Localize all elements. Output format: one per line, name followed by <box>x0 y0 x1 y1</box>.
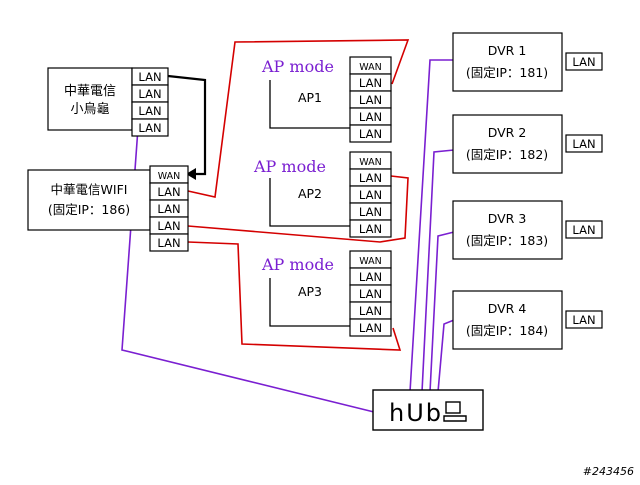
dvr3-lan-label: LAN <box>572 223 595 237</box>
dvr4-ip: (固定IP：184) <box>466 323 548 338</box>
ap1-mode-label: AP mode <box>261 57 334 76</box>
ap1-port-label-3: LAN <box>359 93 382 107</box>
modem-port-label-2: LAN <box>138 87 161 101</box>
ap1-port-label-1: WAN <box>359 62 381 73</box>
ap2-port-label-2: LAN <box>359 171 382 185</box>
modem-box <box>47 67 133 131</box>
dvr1-device: DVR 1 (固定IP：181) LAN <box>452 32 603 92</box>
router-port-5 <box>149 233 189 252</box>
ap3-port-label-1: WAN <box>359 256 381 267</box>
link-router-ap2 <box>187 175 409 243</box>
link-dvr3-hub <box>429 231 455 393</box>
ap2-name: AP2 <box>298 186 322 201</box>
ap1-port-label-2: LAN <box>359 76 382 90</box>
hub-box <box>372 389 484 431</box>
router-port-label-5: LAN <box>157 236 180 250</box>
dvr4-lan-port <box>565 310 603 329</box>
ap3-outline <box>269 278 350 327</box>
router-title-line1: 中華電信WIFI <box>51 182 128 197</box>
hub-device: hUb <box>372 389 484 431</box>
modem-title-line2: 小烏龜 <box>70 101 109 117</box>
dvr1-ip: (固定IP：181) <box>466 65 548 80</box>
router-port-label-2: LAN <box>157 185 180 199</box>
ap2-port-label-4: LAN <box>359 205 382 219</box>
hub-label: hUb <box>389 399 443 427</box>
ap1-name: AP1 <box>298 90 322 105</box>
ap3-name: AP3 <box>298 284 322 299</box>
modem-title-line1: 中華電信 <box>64 84 116 99</box>
ap3-port-label-4: LAN <box>359 304 382 318</box>
dvr1-name: DVR 1 <box>488 43 527 58</box>
ap3-port-5 <box>349 318 392 337</box>
modem-device: 中華電信 小烏龜 LAN LAN LAN LAN <box>47 67 169 137</box>
dvr1-lan-port <box>565 52 603 71</box>
ap2-port-label-5: LAN <box>359 222 382 236</box>
ap2-outline <box>269 178 350 227</box>
dvr4-lan-label: LAN <box>572 313 595 327</box>
dvr1-lan-label: LAN <box>572 55 595 69</box>
dvr2-device: DVR 2 (固定IP：182) LAN <box>452 114 603 174</box>
dvr3-device: DVR 3 (固定IP：183) LAN <box>452 200 603 260</box>
dvr4-box <box>452 290 563 350</box>
link-dvr4-hub <box>437 319 455 393</box>
ap3-mode-label: AP mode <box>261 255 334 274</box>
dvr2-box <box>452 114 563 174</box>
dvr3-box <box>452 200 563 260</box>
router-box <box>27 169 151 231</box>
dvr1-box <box>452 32 563 92</box>
link-modem-router-arrow <box>186 168 196 180</box>
router-device: 中華電信WIFI (固定IP：186) WAN LAN LAN LAN LAN <box>27 165 189 252</box>
modem-port-label-3: LAN <box>138 104 161 118</box>
router-port-label-3: LAN <box>157 202 180 216</box>
router-ports: WAN LAN LAN LAN LAN <box>149 165 189 252</box>
dvr4-name: DVR 4 <box>488 301 527 316</box>
ap3-port-label-5: LAN <box>359 321 382 335</box>
dvr3-ip: (固定IP：183) <box>466 233 548 248</box>
ap1-outline <box>269 80 350 129</box>
link-dvr1-hub <box>409 59 454 393</box>
router-port-label-1: WAN <box>158 171 180 182</box>
ap2-port-label-1: WAN <box>359 157 381 168</box>
ap3-port-label-2: LAN <box>359 270 382 284</box>
dvr2-lan-port <box>565 134 603 153</box>
modem-ports: LAN LAN LAN LAN <box>131 67 169 137</box>
dvr3-name: DVR 3 <box>488 211 527 226</box>
modem-port-label-1: LAN <box>138 70 161 84</box>
link-dvr2-hub <box>421 149 455 393</box>
ap2-port-5 <box>349 219 392 238</box>
dvr2-ip: (固定IP：182) <box>466 147 548 162</box>
ap1-port-label-4: LAN <box>359 110 382 124</box>
dvr3-lan-port <box>565 220 603 239</box>
ap2-mode-label: AP mode <box>253 157 326 176</box>
hub-port-icon <box>443 401 467 422</box>
dvr2-name: DVR 2 <box>488 125 527 140</box>
link-router-ap3 <box>187 241 402 351</box>
dvr4-device: DVR 4 (固定IP：184) LAN <box>452 290 603 350</box>
router-port-label-4: LAN <box>157 219 180 233</box>
link-modem-router <box>167 74 207 176</box>
ap3-port-label-3: LAN <box>359 287 382 301</box>
watermark: #243456 <box>583 465 634 478</box>
ap1-port-5 <box>349 124 392 143</box>
ap1-port-label-5: LAN <box>359 127 382 141</box>
link-router-ap1 <box>187 39 410 198</box>
router-title-line2: (固定IP：186) <box>48 202 130 217</box>
modem-port-label-4: LAN <box>138 121 161 135</box>
modem-port-4 <box>131 118 169 137</box>
dvr2-lan-label: LAN <box>572 137 595 151</box>
ap2-port-label-3: LAN <box>359 188 382 202</box>
